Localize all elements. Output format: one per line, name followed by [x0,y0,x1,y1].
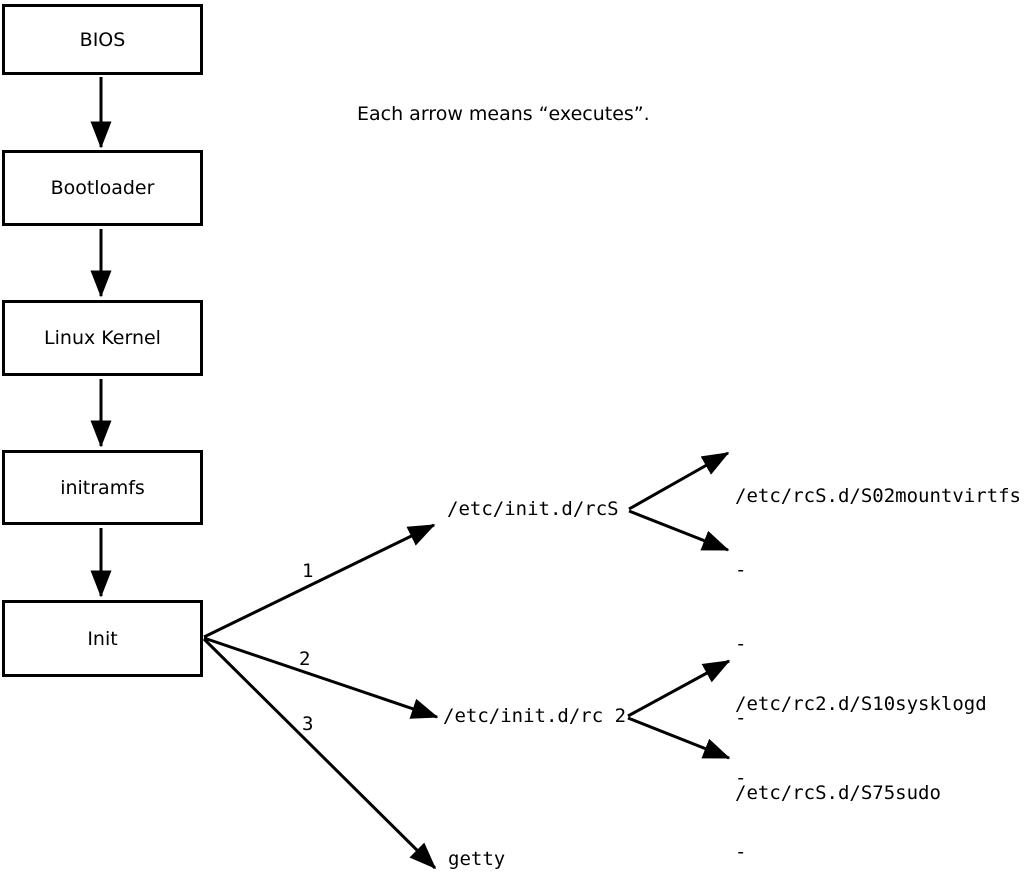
box-initramfs: initramfs [2,450,203,525]
rcs-script-item: - [735,558,747,581]
branch-order-1: 1 [302,560,314,582]
box-bootloader: Bootloader [2,150,203,226]
arrow-init-to-getty [202,637,437,870]
box-linux-kernel: Linux Kernel [2,300,203,376]
legend-note: Each arrow means “executes”. [357,103,650,125]
rc2-script-item: - [735,766,747,789]
arrow-rc2-to-s10sysklogd [627,659,731,718]
arrow-init-to-rcs [203,523,436,639]
rc2-script-item: /etc/rc2.d/S10sysklogd [735,692,987,715]
rc2-script-list: /etc/rc2.d/S10sysklogd - - - /etc/rc2.d/… [735,642,987,875]
rcs-script-item: - [735,633,747,655]
rcs-script-item: - [735,707,747,730]
branch-order-2: 2 [299,648,311,670]
arrow-rcs-to-s75sudo [628,509,730,552]
arrow-rcs-to-s02mountvirtfs [628,451,730,511]
arrow-rc2-to-s99gdm [627,716,731,760]
label-getty: getty [448,848,506,870]
label-rc2-script: /etc/init.d/rc 2 [443,705,627,727]
rcs-script-item: /etc/rcS.d/S75sudo [735,781,941,804]
box-init: Init [2,600,203,677]
box-bios: BIOS [2,4,203,75]
rcs-script-item: /etc/rcS.d/S02mountvirtfs [735,484,1021,507]
arrow-init-to-rc2 [203,636,439,719]
branch-order-3: 3 [302,713,314,735]
rc2-script-item: - [735,841,747,863]
rcs-script-list: /etc/rcS.d/S02mountvirtfs - - - /etc/rcS… [735,434,1021,855]
label-rcs-script: /etc/init.d/rcS [447,498,619,520]
